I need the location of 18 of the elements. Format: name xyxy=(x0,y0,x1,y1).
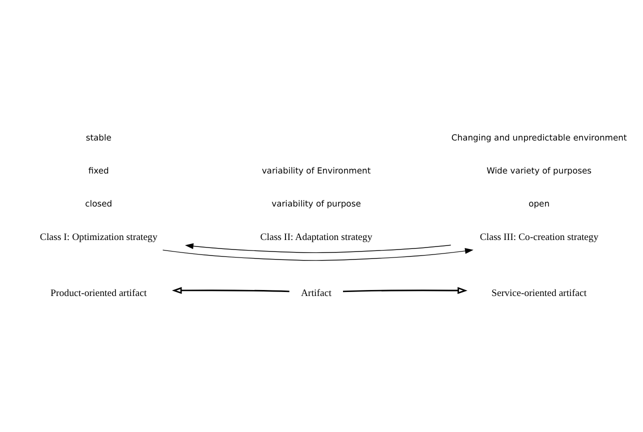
node-text: Class III: Co-creation strategy xyxy=(480,232,598,244)
node-text: Service-oriented artifact xyxy=(492,288,587,300)
label: Wide variety of purposes xyxy=(486,166,592,176)
node-text: Class II: Adaptation strategy xyxy=(260,232,372,244)
label: fixed xyxy=(88,166,109,176)
label: open xyxy=(528,198,550,209)
node-text: Artifact xyxy=(300,288,332,300)
label: variability of Environment xyxy=(262,166,371,176)
node-text: Class I: Optimization strategy xyxy=(40,232,158,244)
label: variability of purpose xyxy=(272,198,361,209)
label: Changing and unpredictable environment xyxy=(451,132,627,143)
label: stable xyxy=(86,132,112,143)
arrow xyxy=(172,287,290,294)
label: closed xyxy=(85,198,112,209)
arrow xyxy=(162,248,474,261)
arrow xyxy=(342,287,468,294)
arrow xyxy=(185,243,452,254)
node-text: Product-oriented artifact xyxy=(50,288,147,300)
